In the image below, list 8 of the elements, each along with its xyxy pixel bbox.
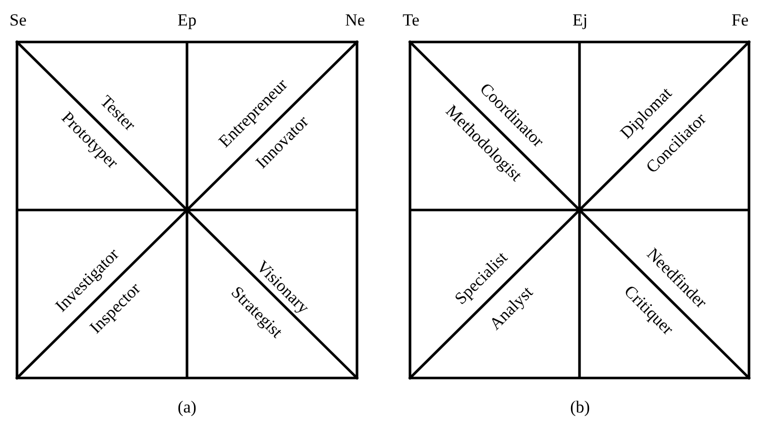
- panel-caption: (b): [570, 398, 590, 416]
- corner-label: Se: [10, 12, 26, 28]
- panel-caption: (a): [178, 398, 196, 416]
- corner-label: Ej: [572, 12, 588, 28]
- corner-label: Te: [402, 12, 420, 28]
- corner-label: Ep: [178, 12, 196, 28]
- corner-label: Ne: [345, 12, 365, 28]
- corner-label: Fe: [732, 12, 748, 28]
